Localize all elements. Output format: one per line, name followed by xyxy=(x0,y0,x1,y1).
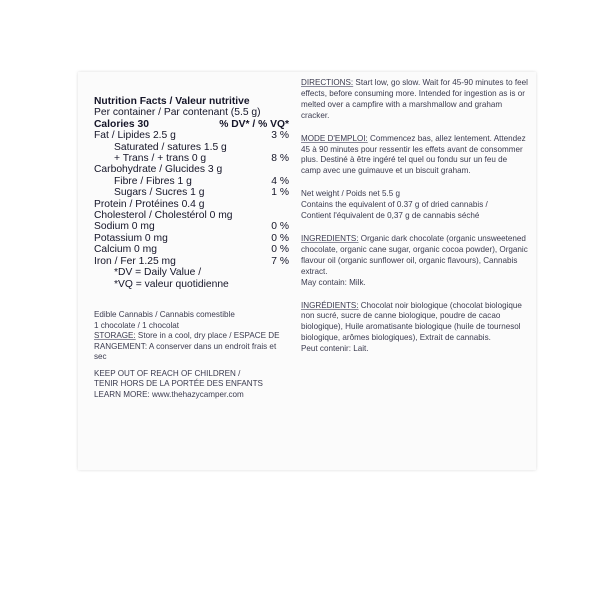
nutrient-row-protein: Protein / Protéines 0.4 g xyxy=(94,199,289,210)
ingredients-text: Organic dark chocolate (organic unsweete… xyxy=(301,233,528,276)
peut-contenir: Peut contenir: Lait. xyxy=(301,344,369,354)
nutrient-row-saturated: Saturated / satures 1.5 g xyxy=(94,142,289,153)
contains-en: Contains the equivalent of 0.37 g of dri… xyxy=(301,200,488,210)
nutrient-name: Potassium 0 mg xyxy=(94,232,168,244)
nutrient-row-fibre: Fibre / Fibres 1 g 4 % xyxy=(94,176,289,187)
product-info: Edible Cannabis / Cannabis comestible 1 … xyxy=(94,310,289,363)
nutrient-pct: 3 % xyxy=(271,130,289,142)
nutrient-pct: 7 % xyxy=(271,255,289,267)
footnote-dv: *DV = Daily Value / xyxy=(114,267,202,279)
may-contain: May contain: Milk. xyxy=(301,277,366,287)
nutrient-pct: 8 % xyxy=(271,153,289,165)
right-column: DIRECTIONS: Start low, go slow. Wait for… xyxy=(301,78,529,367)
mode-label: MODE D'EMPLOI: xyxy=(301,133,368,143)
nutrient-pct: 4 % xyxy=(271,175,289,187)
nutrient-row-fat: Fat / Lipides 2.5 g 3 % xyxy=(94,130,289,141)
tenir-warning: TENIR HORS DE LA PORTÉE DES ENFANTS xyxy=(94,379,263,389)
left-column: Nutrition Facts / Valeur nutritive Per c… xyxy=(94,96,289,407)
net-weight: Net weight / Poids net 5.5 g xyxy=(301,189,400,199)
calories-label: Calories 30 xyxy=(94,118,149,130)
weight-paragraph: Net weight / Poids net 5.5 g Contains th… xyxy=(301,189,529,222)
directions-paragraph: DIRECTIONS: Start low, go slow. Wait for… xyxy=(301,78,529,122)
directions-label: DIRECTIONS: xyxy=(301,78,354,87)
nutrient-name: Sodium 0 mg xyxy=(94,221,155,233)
nutrient-row-cholesterol: Cholesterol / Cholestérol 0 mg xyxy=(94,210,289,221)
left-lower-text: Edible Cannabis / Cannabis comestible 1 … xyxy=(94,310,289,401)
dv-header: % DV* / % VQ* xyxy=(219,118,289,130)
learn-more: LEARN MORE: www.thehazycamper.com xyxy=(94,390,244,400)
ingredients-fr-text: Chocolat noir biologique (chocolat biolo… xyxy=(301,300,522,343)
nutrient-row-sodium: Sodium 0 mg 0 % xyxy=(94,221,289,232)
mode-emploi-paragraph: MODE D'EMPLOI: Commencez bas, allez lent… xyxy=(301,134,529,178)
nutrient-pct: 0 % xyxy=(271,221,289,233)
nutrient-row-calcium: Calcium 0 mg 0 % xyxy=(94,244,289,255)
nutrient-name: Carbohydrate / Glucides 3 g xyxy=(94,164,223,176)
nutrient-row-sugars: Sugars / Sucres 1 g 1 % xyxy=(94,187,289,198)
keep-out-warning: KEEP OUT OF REACH OF CHILDREN / xyxy=(94,368,241,378)
storage-label: STORAGE: xyxy=(94,331,136,341)
nutrient-name: Protein / Protéines 0.4 g xyxy=(94,198,205,210)
storage-text: Store in a cool, dry place / ESPACE DE R… xyxy=(94,331,280,362)
ingredients-fr-paragraph: INGRÉDIENTS: Chocolat noir biologique (c… xyxy=(301,301,529,345)
nutrient-row-potassium: Potassium 0 mg 0 % xyxy=(94,233,289,244)
ingredients-paragraph: INGREDIENTS: Organic dark chocolate (org… xyxy=(301,234,529,278)
nutrient-pct xyxy=(263,142,289,153)
ingredients-fr-label: INGRÉDIENTS: xyxy=(301,300,359,310)
nutrient-name: Calcium 0 mg xyxy=(94,244,157,256)
nutrient-row-carbohydrate: Carbohydrate / Glucides 3 g xyxy=(94,164,289,175)
nutrition-title: Nutrition Facts / Valeur nutritive xyxy=(94,96,250,107)
nutrient-pct: 0 % xyxy=(271,244,289,256)
nutrient-row-iron: Iron / Fer 1.25 mg 7 % xyxy=(94,256,289,267)
nutrition-facts-panel: Nutrition Facts / Valeur nutritive Per c… xyxy=(94,96,289,290)
nutrient-pct xyxy=(263,199,289,210)
nutrient-pct: 1 % xyxy=(271,187,289,199)
nutrient-name: + Trans / + trans 0 g xyxy=(114,153,207,165)
nutrient-row-trans: + Trans / + trans 0 g 8 % xyxy=(94,153,289,164)
nutrient-name: Cholesterol / Cholestérol 0 mg xyxy=(94,210,233,222)
nutrient-name: Iron / Fer 1.25 mg xyxy=(94,255,176,267)
edible-cannabis: Edible Cannabis / Cannabis comestible xyxy=(94,309,235,319)
contains-fr: Contient l'équivalent de 0,37 g de canna… xyxy=(301,211,480,221)
warning-block: KEEP OUT OF REACH OF CHILDREN / TENIR HO… xyxy=(94,369,289,401)
directions-text: Start low, go slow. Wait for 45-90 minut… xyxy=(301,78,528,120)
nutrient-name: Fat / Lipides 2.5 g xyxy=(94,130,176,142)
per-container: Per container / Par contenant (5.5 g) xyxy=(94,107,261,119)
calories-row: Calories 30 % DV* / % VQ* xyxy=(94,119,289,130)
mode-text: Commencez bas, allez lentement. Attendez… xyxy=(301,133,526,176)
nutrient-name: Saturated / satures 1.5 g xyxy=(114,141,227,153)
quantity: 1 chocolate / 1 chocolat xyxy=(94,320,180,330)
nutrient-name: Sugars / Sucres 1 g xyxy=(114,187,205,199)
nutrient-pct xyxy=(263,164,289,175)
product-label: Nutrition Facts / Valeur nutritive Per c… xyxy=(78,72,536,470)
nutrient-name: Fibre / Fibres 1 g xyxy=(114,175,192,187)
nutrient-pct xyxy=(263,210,289,221)
ingredients-label: INGREDIENTS: xyxy=(301,233,359,243)
footnote-vq: *VQ = valeur quotidienne xyxy=(114,278,229,290)
nutrient-pct: 0 % xyxy=(271,232,289,244)
